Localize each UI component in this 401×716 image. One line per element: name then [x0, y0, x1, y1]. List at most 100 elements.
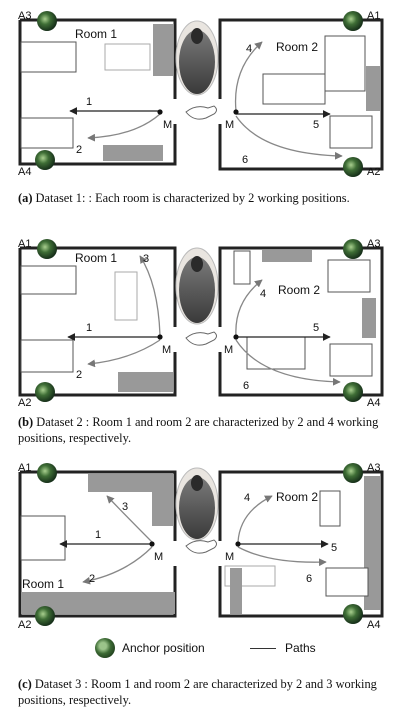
caption-a: (a) Dataset 1: : Each room is characteri…	[18, 191, 350, 205]
corner-label-bl: A2	[18, 619, 31, 631]
floorplan-b: A1 A3 A2 A4 Room 1 Room 2 1 2 3 4 5 6 M …	[0, 232, 401, 412]
path-label: 1	[95, 529, 101, 541]
midpoint-label: M	[163, 119, 172, 131]
path-label: 3	[122, 501, 128, 513]
corner-label-bl: A2	[18, 397, 31, 409]
shelf	[103, 145, 163, 161]
path-label: 2	[76, 369, 82, 381]
room-2-walls	[218, 18, 384, 171]
path-label: 6	[242, 154, 248, 166]
path-label: 5	[331, 542, 337, 554]
anchor-icon	[343, 604, 363, 624]
anchor-icon	[343, 463, 363, 483]
path-2	[87, 339, 161, 368]
corner-label-tl: A1	[18, 462, 31, 474]
legend-path-line	[250, 648, 276, 649]
path-label: 2	[89, 573, 95, 585]
corner-label-br: A4	[367, 397, 380, 409]
path-2	[87, 113, 161, 142]
shelf	[366, 66, 380, 111]
path-4	[234, 41, 263, 112]
room-1-label: Room 1	[75, 27, 117, 41]
midpoint-dot	[233, 334, 239, 340]
midpoint-dot	[149, 541, 155, 547]
path-6	[237, 546, 327, 567]
path-label: 2	[76, 144, 82, 156]
anchor-icon	[35, 150, 55, 170]
hand-device-icon	[185, 539, 217, 554]
desk	[262, 73, 326, 105]
shelf	[262, 250, 312, 262]
desk	[20, 265, 77, 295]
desk	[319, 490, 341, 527]
cabinet	[114, 271, 138, 321]
room-2-walls	[218, 246, 384, 397]
path-label: 5	[313, 119, 319, 131]
shelf	[118, 372, 173, 392]
corner-label-bl: A4	[18, 166, 31, 178]
path-label: 5	[313, 322, 319, 334]
room-1-walls	[18, 18, 177, 166]
desk	[20, 41, 77, 73]
hand-device-icon	[185, 105, 217, 120]
path-3	[139, 255, 161, 336]
room-1-walls	[18, 470, 177, 618]
path-label: 6	[243, 380, 249, 392]
legend-paths-label: Paths	[285, 641, 316, 655]
shelf	[362, 298, 376, 338]
midpoint-dot	[233, 109, 239, 115]
path-label: 4	[260, 288, 266, 300]
shelf	[21, 592, 175, 614]
midpoint-label: M	[154, 551, 163, 563]
legend-anchor-label: Anchor position	[122, 641, 205, 655]
midpoint-label: M	[162, 344, 171, 356]
cabinet	[104, 43, 151, 71]
room-2-label: Room 2	[276, 40, 318, 54]
caption-c: (c) Dataset 3 : Room 1 and room 2 are ch…	[18, 677, 377, 707]
midpoint-dot	[157, 109, 163, 115]
hand-device-icon	[185, 331, 217, 346]
caption-b: (b) Dataset 2 : Room 1 and room 2 are ch…	[18, 415, 379, 445]
anchor-icon	[37, 463, 57, 483]
room-1-label: Room 1	[75, 251, 117, 265]
desk	[20, 117, 74, 149]
desk	[246, 336, 306, 370]
anchor-icon	[35, 382, 55, 402]
anchor-icon	[343, 239, 363, 259]
corner-label-br: A4	[367, 619, 380, 631]
anchor-icon	[343, 157, 363, 177]
corner-label-tl: A3	[18, 10, 31, 22]
desk	[329, 115, 373, 149]
anchor-icon	[343, 382, 363, 402]
path-label: 4	[244, 492, 250, 504]
midpoint-dot	[157, 334, 163, 340]
desk	[329, 343, 373, 377]
person-image	[175, 467, 219, 541]
desk	[20, 515, 66, 561]
path-label: 4	[246, 43, 252, 55]
anchor-icon	[35, 606, 55, 626]
desk	[324, 35, 366, 92]
anchor-icon	[37, 239, 57, 259]
midpoint-dot	[235, 541, 241, 547]
path-6	[235, 115, 343, 160]
floorplan-a: A3 A1 A4 A2 Room 1 Room 2 1 2 4 5 6 M M	[0, 4, 401, 182]
floorplan-c: A1 A3 A2 A4 Room 1 Room 2 1 2 3 4 5 6 M …	[0, 456, 401, 634]
legend: Anchor position Paths	[95, 638, 375, 660]
corner-label-br: A2	[367, 166, 380, 178]
desk	[325, 567, 369, 597]
shelf	[153, 24, 173, 76]
midpoint-label: M	[224, 344, 233, 356]
path-label: 1	[86, 322, 92, 334]
path-2	[82, 546, 153, 585]
shelf	[152, 474, 174, 526]
path-4	[235, 279, 263, 337]
room-2-label: Room 2	[276, 490, 318, 504]
path-label: 6	[306, 573, 312, 585]
desk	[20, 339, 74, 373]
person-image	[175, 20, 219, 96]
path-6	[235, 339, 341, 386]
room-2-label: Room 2	[278, 283, 320, 297]
room-1-walls	[18, 246, 177, 397]
anchor-icon	[343, 11, 363, 31]
